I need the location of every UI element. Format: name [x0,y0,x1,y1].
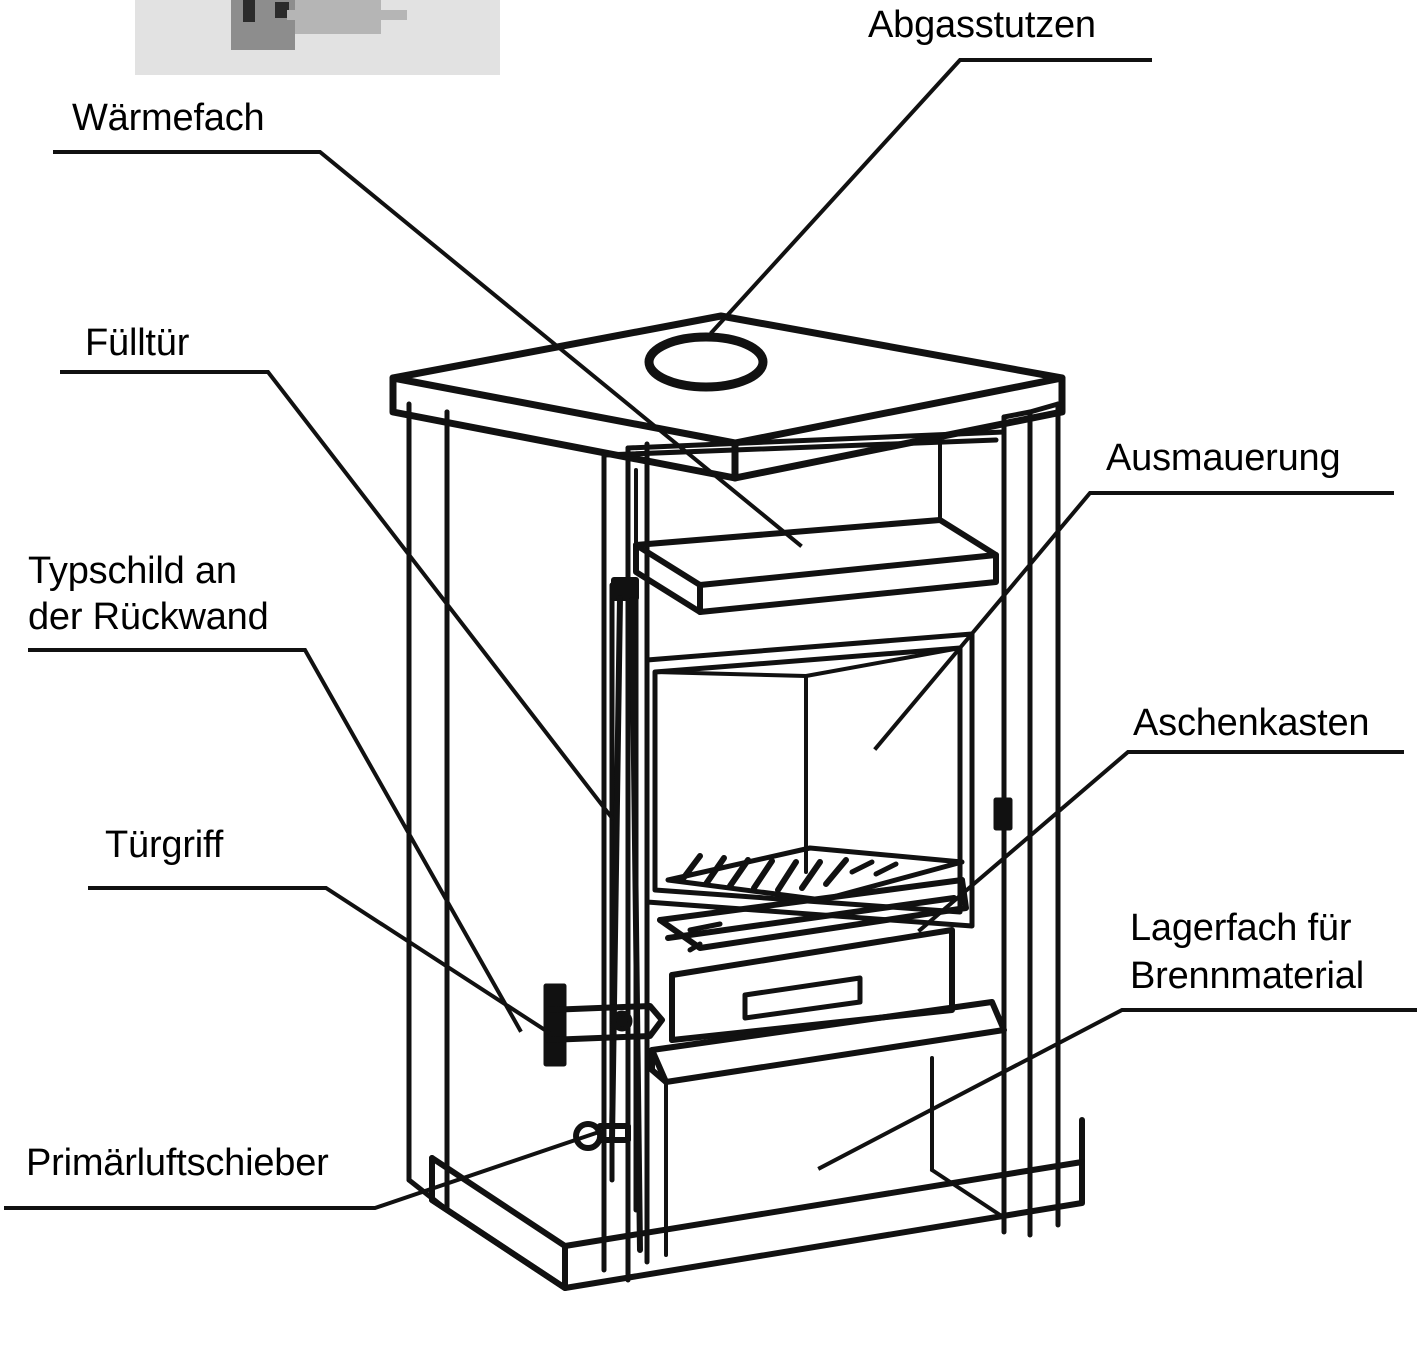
callout-label-typschild-line1: Typschild an [28,550,237,592]
leader-abgasstutzen [709,58,1152,335]
leader-waermefach [53,150,803,548]
leader-primaerluftschieber [4,1130,599,1210]
callout-label-lagerfach-line2: Brennmaterial [1130,955,1364,997]
leader-typschild [28,648,523,1033]
leader-ausmauerung [873,491,1394,751]
callout-label-fuelltuer: Fülltür [85,322,190,364]
callout-label-waermefach: Wärmefach [72,97,265,139]
callout-label-abgasstutzen: Abgasstutzen [868,4,1096,46]
leader-tuergriff [88,886,551,1035]
leader-fuelltuer [60,370,615,821]
callout-label-typschild-line2: der Rückwand [28,596,269,638]
leader-lagerfach [817,1008,1417,1171]
inset-photo [135,0,500,75]
callout-label-lagerfach-line1: Lagerfach für [1130,907,1352,949]
callout-label-aschenkasten: Aschenkasten [1133,702,1370,744]
callout-label-ausmauerung: Ausmauerung [1106,437,1341,479]
callout-label-tuergriff: Türgriff [105,824,224,866]
leader-lines [4,58,1417,1210]
leader-aschenkasten [917,750,1404,933]
callout-label-primaerluftschieber: Primärluftschieber [26,1142,329,1184]
